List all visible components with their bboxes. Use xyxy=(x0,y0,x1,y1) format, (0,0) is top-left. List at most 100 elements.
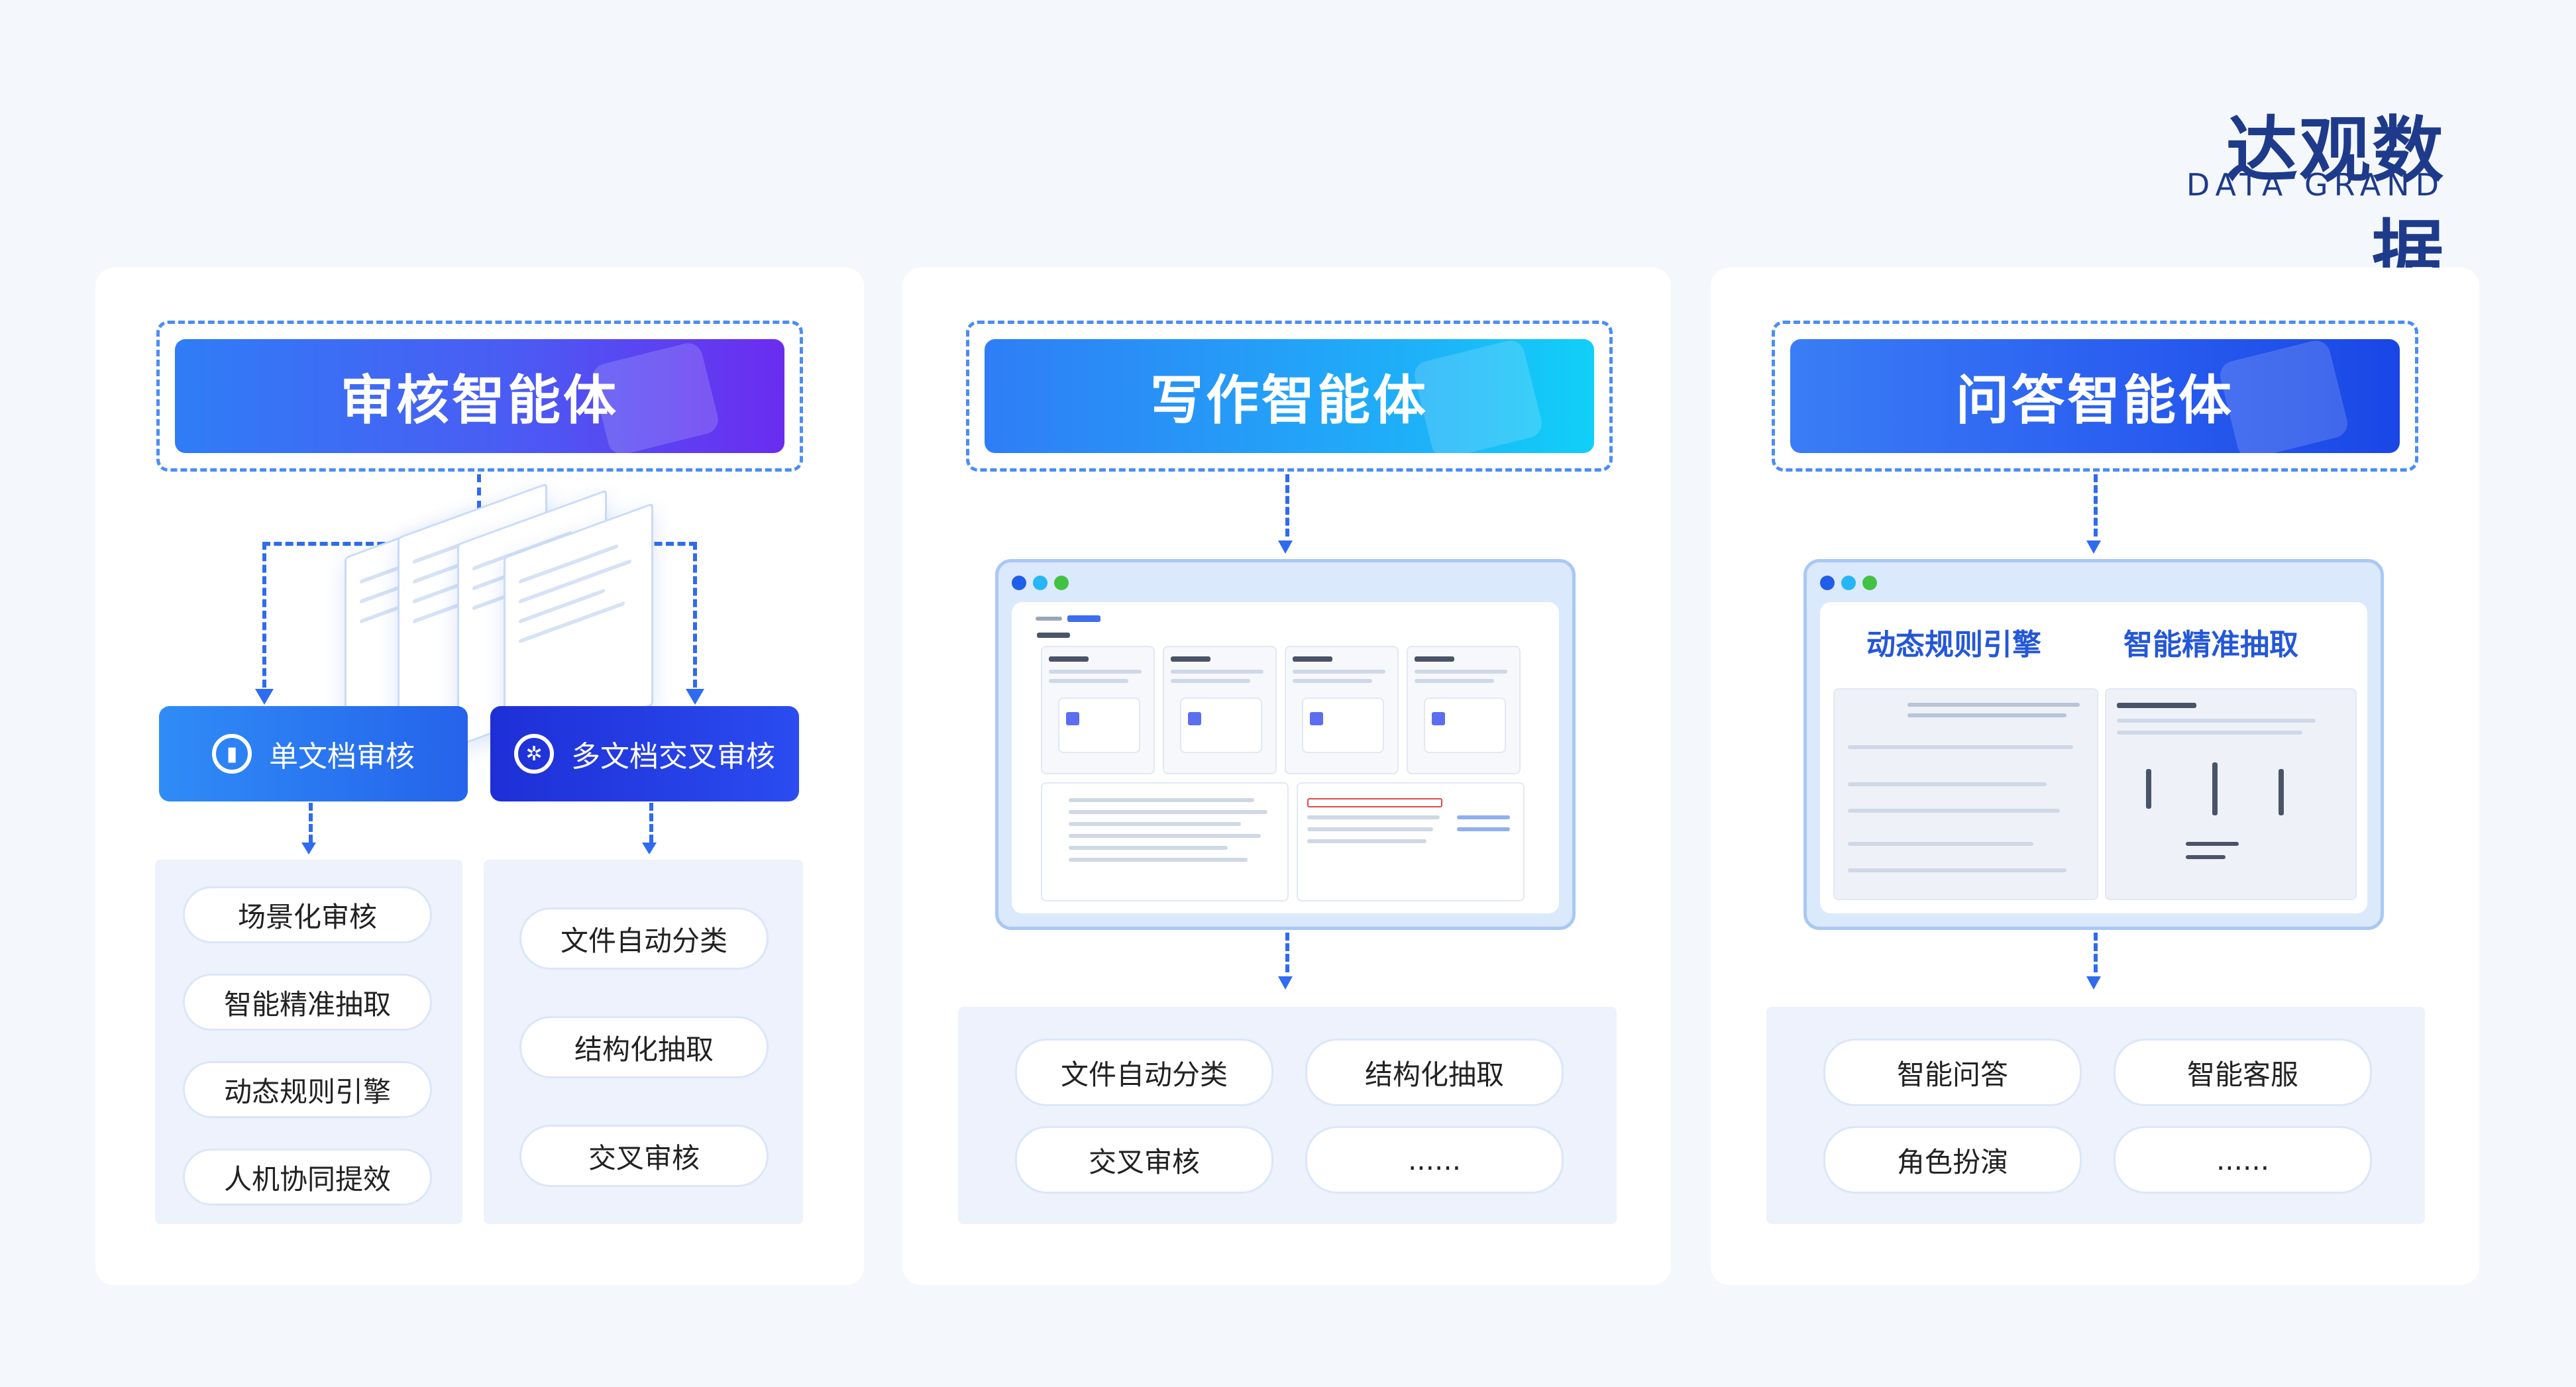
template-card[interactable] xyxy=(1407,646,1521,774)
text-line xyxy=(1307,827,1433,831)
text-line xyxy=(1457,815,1510,819)
qa-agent-title: 问答智能体 xyxy=(1956,370,2234,431)
file-icon xyxy=(1066,712,1079,725)
template-card[interactable] xyxy=(1285,646,1399,774)
window-dot xyxy=(1054,576,1069,590)
qa-agent-banner[interactable]: 问答智能体 xyxy=(1790,339,2400,453)
writing-app-content xyxy=(1012,602,1559,913)
tab-placeholder xyxy=(1067,615,1100,622)
window-dot xyxy=(1820,576,1835,590)
audit-agent-banner[interactable]: 审核智能体 xyxy=(175,339,784,453)
text-line xyxy=(519,558,631,604)
extraction-pane xyxy=(2105,688,2357,900)
window-dot xyxy=(1012,576,1026,590)
arrow-down-icon xyxy=(1278,540,1293,554)
arrow-down-icon xyxy=(255,689,274,705)
text-line xyxy=(1069,858,1248,862)
text-line xyxy=(2186,855,2226,859)
screen-label-extraction: 智能精准抽取 xyxy=(2123,628,2298,662)
text-line xyxy=(1171,679,1250,683)
connector-line xyxy=(262,542,266,688)
card-title-placeholder xyxy=(1049,656,1089,662)
text-line xyxy=(1069,846,1228,850)
tree-branch xyxy=(2146,769,2151,809)
section-title-placeholder xyxy=(2117,703,2196,708)
file-icon xyxy=(1432,712,1445,725)
text-line xyxy=(1049,670,1142,674)
card-title-placeholder xyxy=(1415,656,1454,662)
editor-pane xyxy=(1297,782,1525,901)
feature-pill[interactable]: 交叉审核 xyxy=(1015,1126,1273,1194)
tree-branch xyxy=(2212,762,2218,815)
text-line xyxy=(1848,745,2073,749)
play-illustration-icon xyxy=(2217,339,2351,453)
tree-branch xyxy=(2279,769,2284,815)
feature-pill[interactable]: 结构化抽取 xyxy=(1305,1039,1564,1106)
feature-pill[interactable]: 场景化审核 xyxy=(183,886,432,943)
feature-pill[interactable]: 人机协同提效 xyxy=(183,1149,432,1206)
text-line xyxy=(519,544,618,584)
qa-app-screenshot: 动态规则引擎 智能精准抽取 xyxy=(1803,559,2384,930)
feature-pill[interactable]: 动态规则引擎 xyxy=(183,1061,432,1118)
feature-pill[interactable]: 结构化抽取 xyxy=(519,1016,769,1078)
screen-label-rule-engine: 动态规则引擎 xyxy=(1866,628,2041,662)
feature-pill[interactable]: 智能精准抽取 xyxy=(183,974,432,1031)
text-line xyxy=(1069,798,1254,802)
stacked-documents-illustration xyxy=(345,482,653,760)
text-line xyxy=(1069,810,1267,814)
audit-agent-title: 审核智能体 xyxy=(341,370,619,431)
card-title-placeholder xyxy=(1293,656,1332,662)
text-line xyxy=(1848,809,2060,813)
arrow-down-icon xyxy=(2086,976,2101,990)
writing-agent-banner[interactable]: 写作智能体 xyxy=(985,339,1594,453)
arrow-down-icon xyxy=(1278,976,1293,990)
single-audit-features-panel: 场景化审核 智能精准抽取 动态规则引擎 人机协同提效 xyxy=(155,860,462,1224)
chat-pane xyxy=(1833,688,2098,900)
writing-app-screenshot xyxy=(995,559,1576,930)
qa-app-content: 动态规则引擎 智能精准抽取 xyxy=(1820,602,2367,913)
text-line xyxy=(1848,782,2047,786)
document-preview xyxy=(1058,697,1140,753)
qa-features-panel: 智能问答 智能客服 角色扮演 ...... xyxy=(1766,1007,2425,1224)
feature-pill[interactable]: 智能客服 xyxy=(2114,1039,2372,1106)
connector-line xyxy=(649,803,653,843)
text-line xyxy=(1457,827,1510,831)
audit-title-frame xyxy=(156,321,803,472)
template-card[interactable] xyxy=(1041,646,1155,774)
writing-agent-title: 写作智能体 xyxy=(1150,370,1428,431)
window-dot xyxy=(1841,576,1856,590)
text-line xyxy=(519,588,605,624)
highlight-box xyxy=(1307,798,1442,807)
brand-logo-cn: 达观数据 xyxy=(2226,109,2445,295)
window-dot xyxy=(1862,576,1877,590)
text-line xyxy=(1907,703,2080,707)
more-pill[interactable]: ...... xyxy=(2114,1126,2372,1194)
text-line xyxy=(519,601,625,644)
template-card[interactable] xyxy=(1163,646,1277,774)
single-document-audit-button[interactable]: ▮ 单文档审核 xyxy=(159,706,468,801)
text-line xyxy=(1848,868,2066,872)
qa-title-frame xyxy=(1772,321,2418,472)
feature-pill[interactable]: 智能问答 xyxy=(1823,1039,2082,1106)
edit-illustration-icon xyxy=(1411,339,1545,453)
more-pill[interactable]: ...... xyxy=(1305,1126,1564,1194)
feature-pill[interactable]: 角色扮演 xyxy=(1823,1126,2082,1194)
text-line xyxy=(1069,822,1241,826)
arrow-down-icon xyxy=(686,689,704,705)
feature-pill[interactable]: 文件自动分类 xyxy=(519,907,769,970)
connector-line xyxy=(1285,474,1289,537)
editor-pane xyxy=(1041,782,1289,901)
multi-document-audit-button[interactable]: ✲ 多文档交叉审核 xyxy=(490,706,799,801)
single-document-audit-label: 单文档审核 xyxy=(269,740,415,774)
feature-pill[interactable]: 文件自动分类 xyxy=(1015,1039,1273,1106)
multi-document-audit-label: 多文档交叉审核 xyxy=(571,740,775,774)
text-line xyxy=(1171,670,1263,674)
feature-pill[interactable]: 交叉审核 xyxy=(519,1125,769,1187)
document-preview xyxy=(1424,697,1506,753)
text-line xyxy=(2186,842,2239,846)
multi-audit-features-panel: 文件自动分类 结构化抽取 交叉审核 xyxy=(484,860,803,1224)
card-title-placeholder xyxy=(1171,656,1210,662)
connector-line xyxy=(2094,933,2098,972)
section-title-placeholder xyxy=(1037,633,1070,638)
arrow-down-icon xyxy=(642,843,657,854)
